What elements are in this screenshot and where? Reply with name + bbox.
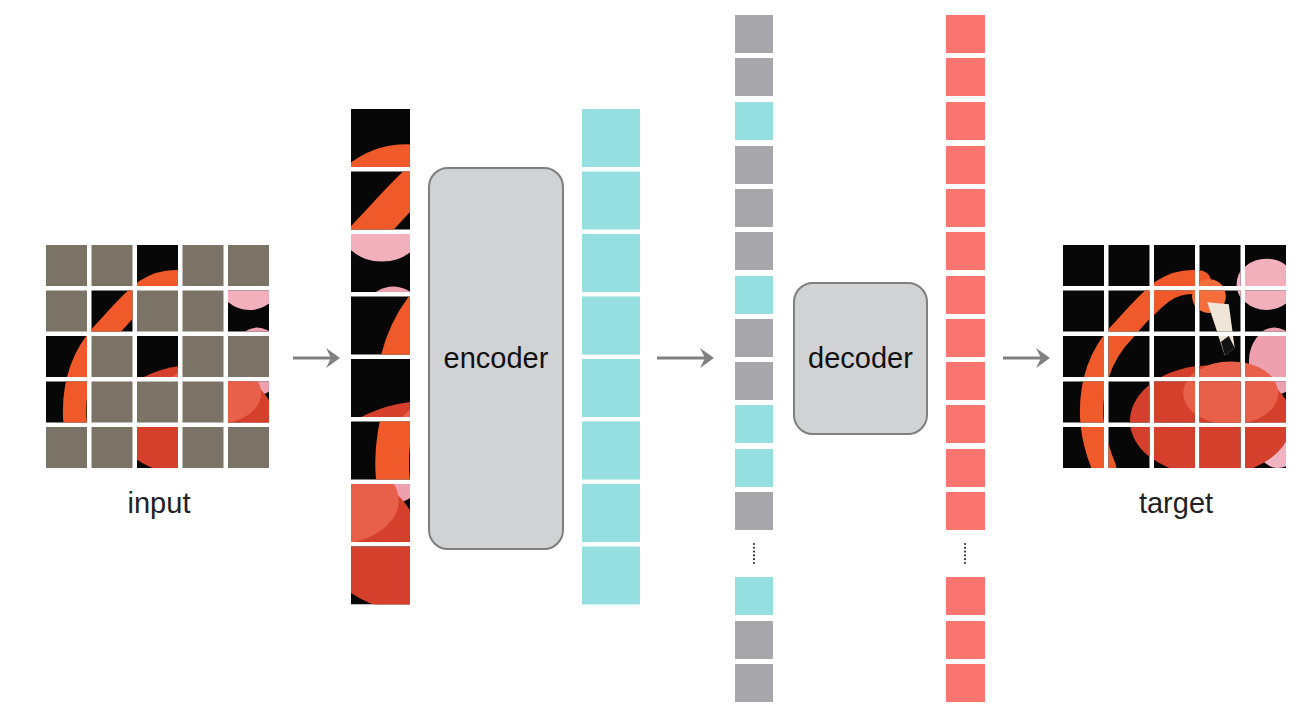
image-caption: target: [1139, 487, 1213, 520]
encoded-token: [735, 102, 773, 140]
token-sequence: [735, 15, 773, 702]
masked-patch: [46, 245, 87, 286]
encoded-token: [582, 547, 640, 605]
arrow-shaft: [1003, 357, 1044, 360]
masked-patch: [183, 382, 224, 423]
encoded-token: [582, 234, 640, 292]
input-image: [46, 245, 285, 476]
arrow-head: [700, 348, 714, 368]
predicted-patch: [946, 189, 985, 227]
predicted-patch: [946, 232, 985, 270]
masked-patch: [228, 336, 269, 377]
ellipsis-dot: [753, 551, 755, 553]
masked-patch: [92, 382, 133, 423]
predicted-patch: [946, 577, 985, 615]
ellipsis-dot: [964, 547, 966, 549]
masked-patch: [183, 245, 224, 286]
encoded-token: [735, 577, 773, 615]
predicted-patch: [946, 492, 985, 530]
decoded-patches: [946, 15, 985, 702]
masked-patch: [92, 427, 133, 468]
mask-token: [735, 664, 773, 702]
masked-patch: [92, 245, 133, 286]
ellipsis-dots: [964, 543, 966, 564]
encoded-token: [582, 484, 640, 542]
image-patch-content: [1065, 247, 1301, 475]
mask-token: [735, 232, 773, 270]
ellipsis-dot: [753, 543, 755, 545]
arrow-shaft: [293, 357, 334, 360]
image-patch: [1065, 247, 1301, 475]
image-patch: [1065, 247, 1301, 475]
flow-arrow: [1003, 348, 1050, 368]
ellipsis-dots: [753, 543, 755, 564]
ellipsis-dot: [753, 562, 755, 564]
mask-token: [735, 492, 773, 530]
masked-patch: [137, 382, 178, 423]
mask-token: [735, 362, 773, 400]
box-label: decoder: [808, 342, 913, 375]
ellipsis-dot: [964, 562, 966, 564]
mask-token: [735, 58, 773, 96]
ellipsis-dot: [964, 551, 966, 553]
ellipsis-dot: [753, 547, 755, 549]
predicted-patch: [946, 102, 985, 140]
target-image: [1063, 245, 1302, 476]
visible-patches: [93, 108, 691, 617]
predicted-patch: [946, 362, 985, 400]
image-patch: [47, 247, 283, 475]
predicted-patch: [946, 621, 985, 659]
mask-token: [735, 621, 773, 659]
mask-token: [735, 189, 773, 227]
image-patch-content: [1065, 247, 1301, 475]
decoder-box: decoder: [793, 282, 928, 435]
image-patch-content: [47, 247, 283, 475]
mask-token: [735, 319, 773, 357]
predicted-patch: [946, 319, 985, 357]
encoded-token: [582, 172, 640, 230]
encoded-token: [735, 276, 773, 314]
masked-patch: [46, 291, 87, 332]
masked-patch: [46, 427, 87, 468]
box-label: encoder: [444, 342, 549, 375]
encoded-token: [582, 422, 640, 480]
masked-patch: [228, 245, 269, 286]
flow-arrow: [293, 348, 340, 368]
ellipsis-dot: [753, 558, 755, 560]
arrow-head: [326, 348, 340, 368]
mask-token: [735, 15, 773, 53]
predicted-patch: [946, 58, 985, 96]
encoded-token: [582, 297, 640, 355]
masked-patch: [228, 427, 269, 468]
masked-patch: [183, 427, 224, 468]
encoder-box: encoder: [428, 167, 564, 550]
predicted-patch: [946, 276, 985, 314]
predicted-patch: [946, 146, 985, 184]
ellipsis-dot: [964, 543, 966, 545]
ellipsis-dot: [964, 558, 966, 560]
encoded-tokens: [582, 109, 640, 605]
masked-patch: [92, 336, 133, 377]
flow-arrow: [657, 348, 714, 368]
arrow-head: [1036, 348, 1050, 368]
ellipsis-dot: [753, 554, 755, 556]
image-caption: input: [128, 487, 191, 520]
predicted-patch: [946, 15, 985, 53]
masked-patch: [183, 291, 224, 332]
encoded-token: [735, 449, 773, 487]
encoded-token: [582, 109, 640, 167]
predicted-patch: [946, 405, 985, 443]
ellipsis-dot: [964, 554, 966, 556]
predicted-patch: [946, 449, 985, 487]
predicted-patch: [946, 664, 985, 702]
arrow-shaft: [657, 357, 708, 360]
masked-patch: [183, 336, 224, 377]
masked-patch: [137, 291, 178, 332]
encoded-token: [582, 359, 640, 417]
mask-token: [735, 146, 773, 184]
encoded-token: [735, 405, 773, 443]
